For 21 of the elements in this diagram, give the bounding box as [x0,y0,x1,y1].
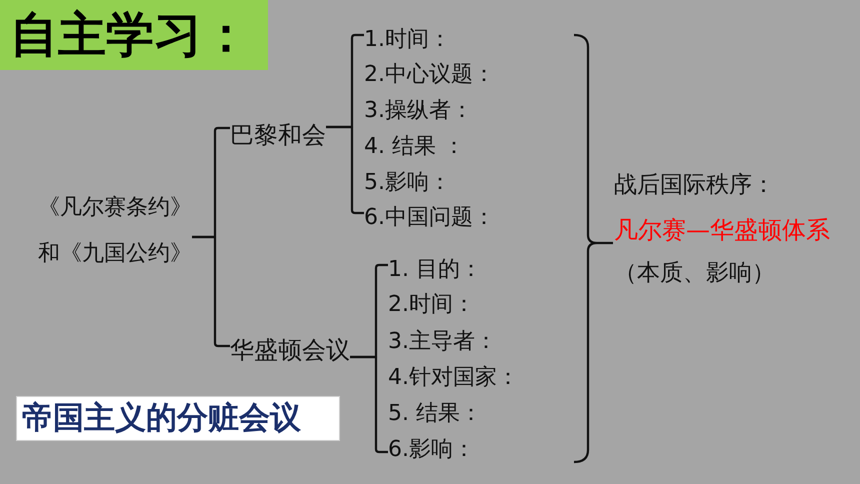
system-name: 凡尔赛—华盛顿体系 [614,215,830,246]
title-text: 自主学习： [10,8,250,62]
summary-text: 帝国主义的分赃会议 [22,399,301,438]
topic-item: 2.中心议题： [364,60,495,90]
topic-item: 6.影响： [388,435,475,465]
meeting-name: 巴黎和会 [230,120,326,150]
topic-item: 5.影响： [364,168,451,198]
meeting-name: 华盛顿会议 [230,335,350,365]
note-text: （本质、影响） [614,259,775,288]
topic-item: 4. 结果 ： [364,132,465,162]
topic-item: 1. 目的： [388,255,482,285]
topic-item: 5. 结果： [388,399,482,429]
topic-item: 3.操纵者： [364,96,473,126]
topic-item: 6.中国问题： [364,203,495,233]
summary-box [16,396,340,441]
treaty-names: 《凡尔赛条约》和《九国公约》 [24,185,192,277]
order-heading: 战后国际秩序： [614,171,775,200]
topic-item: 1.时间： [364,25,451,55]
topic-item: 2.时间： [388,290,475,320]
topic-item: 3.主导者： [388,327,497,357]
topic-item: 4.针对国家： [388,363,519,393]
